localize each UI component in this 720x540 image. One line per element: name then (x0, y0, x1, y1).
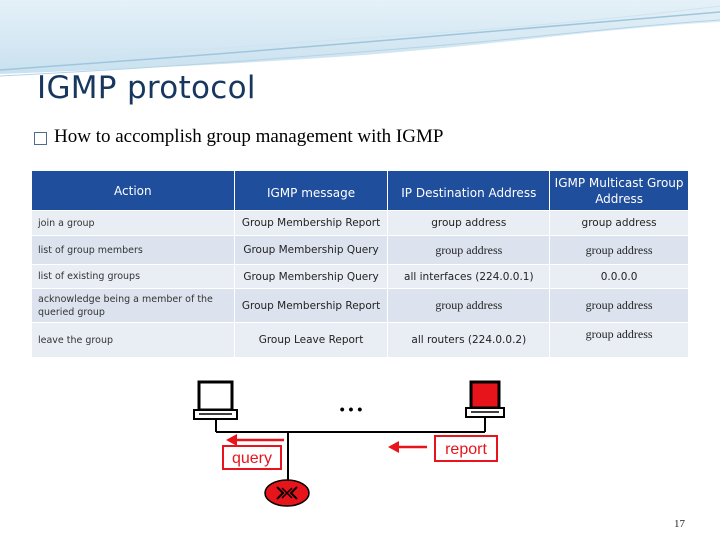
header-multicast-group: IGMP Multicast Group Address (549, 170, 689, 211)
cell-destination: group address (387, 210, 551, 236)
header-ip-destination: IP Destination Address (387, 170, 551, 211)
cell-message: Group Membership Report (233, 210, 389, 236)
report-label: report (445, 441, 487, 458)
cell-group: group address (549, 288, 689, 323)
query-label: query (232, 450, 272, 467)
cell-group: group address (549, 235, 689, 265)
igmp-table: Action IGMP message IP Destination Addre… (31, 170, 689, 358)
cell-action: list of group members (31, 235, 235, 265)
cell-message: Group Membership Query (233, 235, 389, 265)
header-action: Action (31, 170, 235, 211)
bullet-box-icon (34, 131, 47, 145)
cell-message: Group Membership Report (233, 288, 389, 323)
network-link (215, 417, 486, 483)
query-label-box (222, 445, 282, 470)
table-row: acknowledge being a member of the querie… (31, 288, 689, 323)
cell-group: group address (549, 322, 689, 358)
page-title: IGMP protocol (37, 70, 256, 106)
more-hosts-ellipsis: • • • (340, 401, 363, 417)
cell-group: group address (549, 210, 689, 236)
member-computer-icon (465, 380, 505, 418)
cell-destination: all routers (224.0.0.2) (387, 322, 551, 358)
report-label-box (434, 435, 498, 462)
cell-action: acknowledge being a member of the querie… (31, 288, 235, 323)
report-arrow-icon (388, 441, 427, 453)
subtitle: How to accomplish group management with … (34, 126, 443, 148)
table-row: join a group Group Membership Report gro… (31, 210, 689, 236)
cell-message: Group Membership Query (233, 264, 389, 289)
subtitle-text: How to accomplish group management with … (54, 126, 444, 147)
table-row: leave the group Group Leave Report all r… (31, 322, 689, 358)
page-number: 17 (674, 518, 685, 530)
cell-action: leave the group (31, 322, 235, 358)
query-arrow-icon (226, 434, 284, 446)
table-header-row: Action IGMP message IP Destination Addre… (31, 170, 689, 211)
cell-action: list of existing groups (31, 264, 235, 289)
cell-group: 0.0.0.0 (549, 264, 689, 289)
cell-destination: group address (387, 288, 551, 323)
router-icon (264, 479, 310, 507)
host-computer-icon (193, 380, 238, 420)
header-wave-decoration (0, 0, 720, 77)
cell-action: join a group (31, 210, 235, 236)
cell-message: Group Leave Report (233, 322, 389, 358)
